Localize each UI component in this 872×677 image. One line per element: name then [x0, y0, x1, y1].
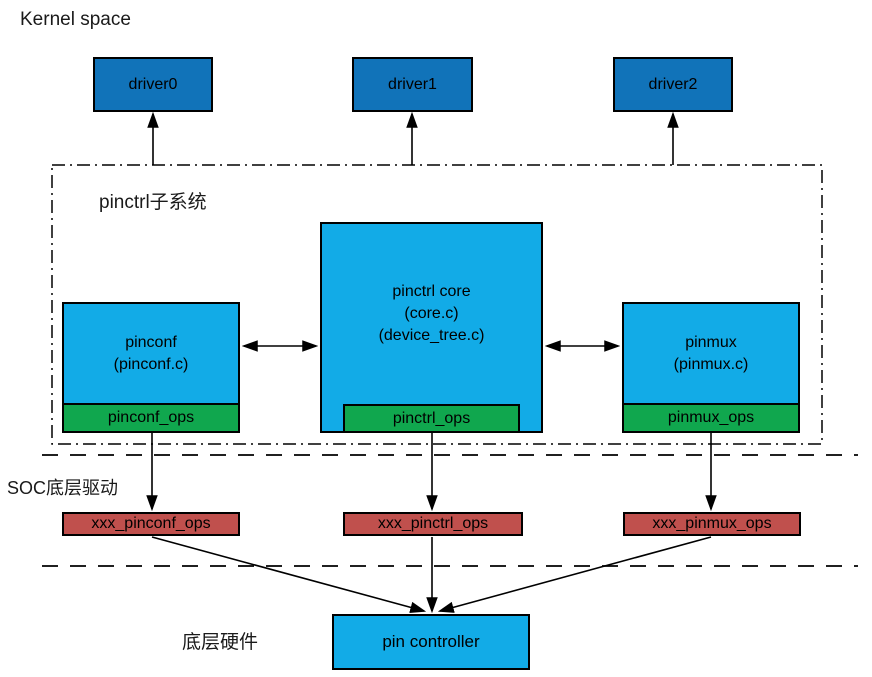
- driver2-label: driver2: [648, 75, 698, 93]
- pinctrl-subsystem-title: pinctrl子系统: [99, 192, 207, 213]
- pinconf-ops-label: pinconf_ops: [107, 409, 195, 426]
- pinctrl-core-box: pinctrl core (core.c) (device_tree.c) pi…: [320, 222, 543, 433]
- pinmux-ops-label: pinmux_ops: [667, 409, 755, 426]
- pinmux-box: pinmux (pinmux.c) pinmux_ops: [622, 302, 800, 433]
- hardware-layer-label: 底层硬件: [182, 632, 259, 653]
- pinctrl-core-title: pinctrl core: [392, 283, 471, 300]
- pinmux-ops-strip: pinmux_ops: [622, 403, 800, 433]
- pinctrl-subsystem-boundary: [51, 164, 823, 445]
- kernel-space-label: Kernel space: [20, 9, 131, 30]
- pinmux-file: (pinmux.c): [673, 356, 749, 373]
- pinconf-text: pinconf (pinconf.c): [64, 304, 238, 404]
- pin-controller-label: pin controller: [382, 632, 480, 651]
- driver0-box: driver0: [93, 57, 213, 112]
- pinmux-title: pinmux: [685, 334, 737, 351]
- xxx-pinmux-ops-label: xxx_pinmux_ops: [652, 515, 772, 532]
- pinconf-file: (pinconf.c): [113, 356, 189, 373]
- pinctrl-core-file1: (core.c): [404, 305, 459, 322]
- xxx-pinconf-ops-box: xxx_pinconf_ops: [62, 512, 240, 536]
- arrow-xxx-pinconf-to-pin-controller: [151, 536, 427, 613]
- driver2-box: driver2: [613, 57, 733, 112]
- pinctrl-core-file2: (device_tree.c): [378, 327, 485, 344]
- pinconf-box: pinconf (pinconf.c) pinconf_ops: [62, 302, 240, 433]
- driver1-box: driver1: [352, 57, 473, 112]
- xxx-pinctrl-ops-box: xxx_pinctrl_ops: [343, 512, 523, 536]
- pinctrl-ops-strip: pinctrl_ops: [343, 404, 520, 433]
- pinconf-title: pinconf: [125, 334, 177, 351]
- xxx-pinconf-ops-label: xxx_pinconf_ops: [91, 515, 211, 532]
- pinconf-ops-strip: pinconf_ops: [62, 403, 240, 433]
- arrow-xxx-pinmux-to-pin-controller: [437, 536, 712, 613]
- xxx-pinmux-ops-box: xxx_pinmux_ops: [623, 512, 801, 536]
- xxx-pinctrl-ops-label: xxx_pinctrl_ops: [377, 515, 489, 532]
- pinctrl-core-text: pinctrl core (core.c) (device_tree.c): [322, 224, 541, 404]
- pinctrl-ops-label: pinctrl_ops: [392, 409, 471, 427]
- pin-controller-box: pin controller: [332, 614, 530, 670]
- soc-layer-label: SOC底层驱动: [7, 478, 119, 498]
- driver0-label: driver0: [128, 75, 178, 93]
- driver1-label: driver1: [388, 75, 437, 93]
- pinmux-text: pinmux (pinmux.c): [624, 304, 798, 404]
